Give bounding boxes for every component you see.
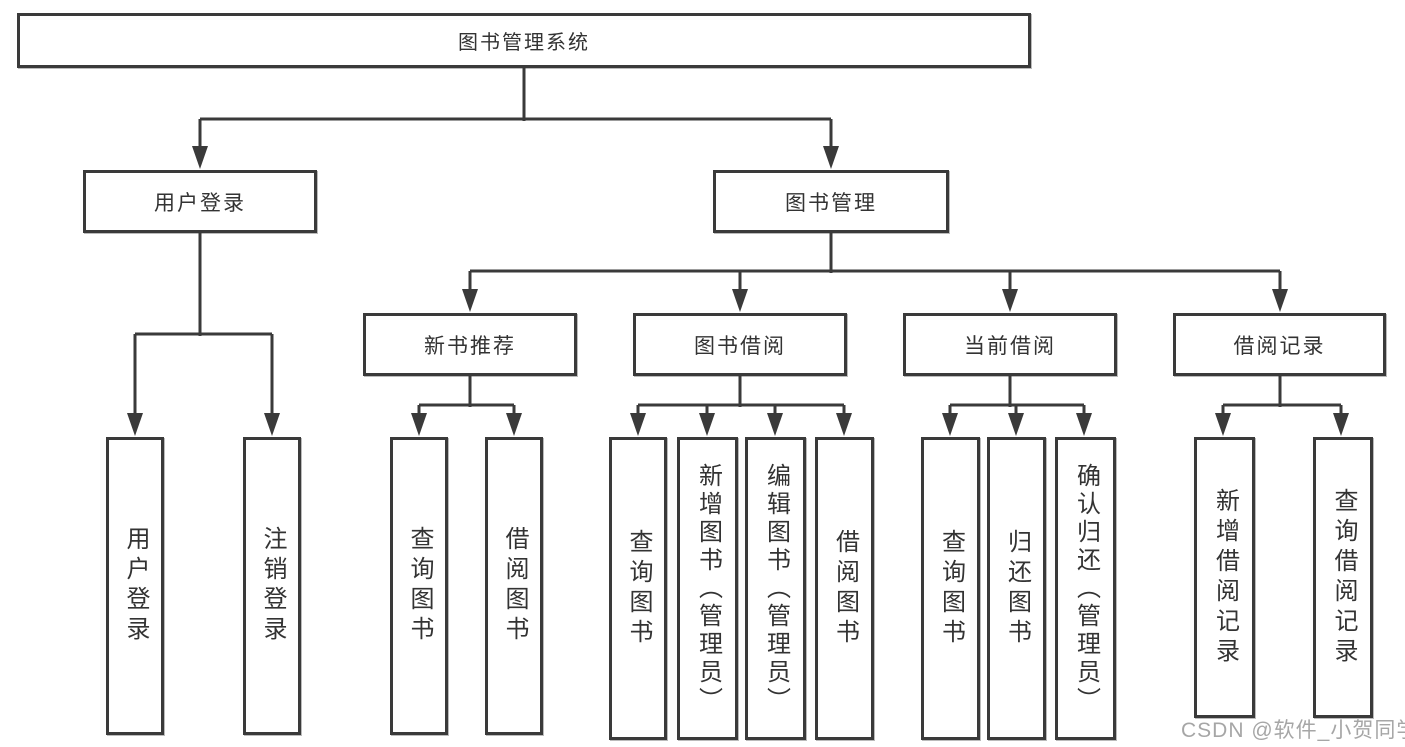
leaf-borrowing-borrow-books: 借阅图书 [815,437,874,740]
leaf-current-query-books: 查询图书 [921,437,980,740]
leaf-newbook-query-books: 查询图书 [390,437,448,735]
node-current-borrowing: 当前借阅 [903,313,1117,376]
watermark: CSDN @软件_小贺同学 [1181,719,1405,742]
node-user-login: 用户登录 [83,170,317,233]
leaf-records-query-borrow-record: 查询借阅记录 [1313,437,1373,718]
leaf-newbook-borrow-books: 借阅图书 [485,437,543,735]
leaf-records-add-borrow-record: 新增借阅记录 [1194,437,1255,718]
node-library-system: 图书管理系统 [17,13,1031,68]
node-book-borrowing: 图书借阅 [633,313,847,376]
leaf-borrowing-add-books-admin: 新增图书（管理员） [677,437,738,740]
node-book-management: 图书管理 [713,170,949,233]
node-new-book-recommend: 新书推荐 [363,313,577,376]
node-borrow-records: 借阅记录 [1173,313,1386,376]
leaf-current-confirm-return-admin: 确认归还（管理员） [1055,437,1116,740]
leaf-borrowing-query-books: 查询图书 [609,437,667,740]
leaf-current-return-books: 归还图书 [987,437,1046,740]
leaf-borrowing-edit-books-admin: 编辑图书（管理员） [745,437,806,740]
leaf-user-login: 用户登录 [106,437,164,735]
leaf-logout: 注销登录 [243,437,301,735]
